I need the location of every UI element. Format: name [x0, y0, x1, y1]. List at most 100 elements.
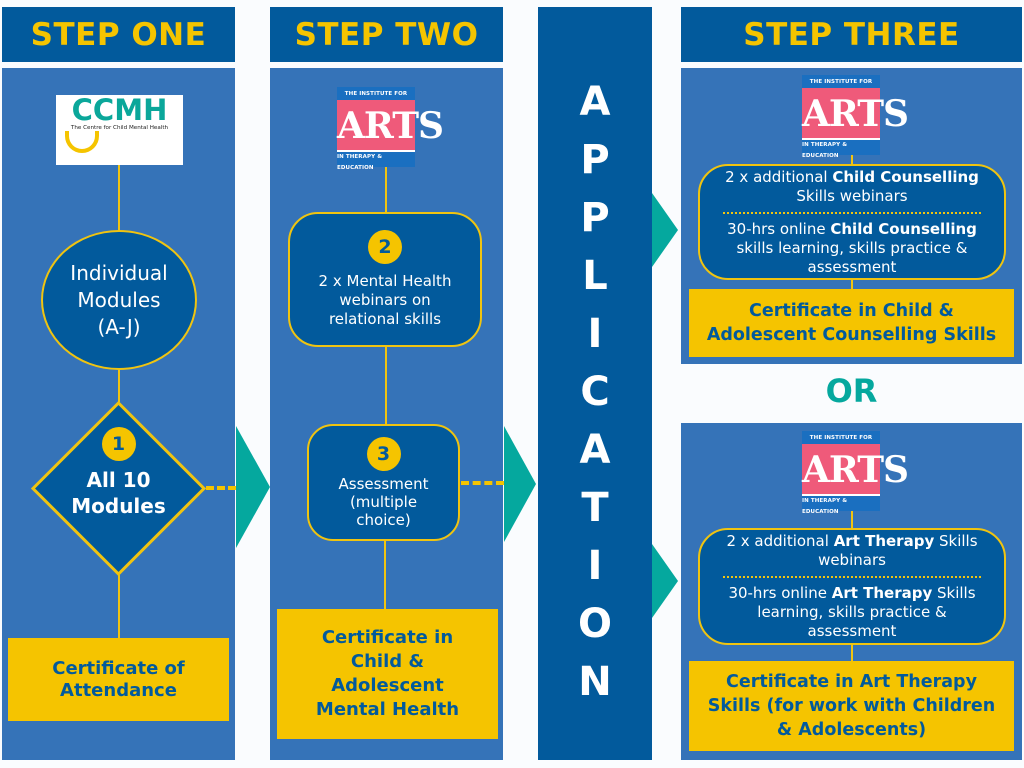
dashed-connector	[206, 486, 236, 490]
item-bold-text: Child Counselling	[830, 219, 977, 238]
individual-modules-line: (A-J)	[97, 314, 141, 339]
application-letter: C	[580, 369, 610, 415]
certificate-mental-health: Certificate in Child & Adolescent Mental…	[277, 609, 498, 739]
connector-line	[385, 347, 387, 425]
individual-modules-node: Individual Modules (A-J)	[41, 230, 197, 370]
webinars-line: 2 x Mental Health	[318, 272, 452, 290]
arts-institute-logo: THE INSTITUTE FOR ARTS IN THERAPY & EDUC…	[802, 431, 909, 515]
certificate-line: & Adolescents)	[776, 720, 927, 740]
webinars-line: relational skills	[328, 310, 442, 328]
counselling-item-online: 30-hrs online Child Counselling skills l…	[712, 220, 992, 277]
ccmh-logo-subtitle: The Centre for Child Mental Health	[70, 125, 169, 131]
connector-line	[384, 541, 386, 610]
item-bold-text: Art Therapy	[831, 584, 933, 602]
milestone-line: Modules	[71, 494, 166, 518]
certificate-line: Attendance	[60, 679, 177, 701]
ccmh-smile-icon	[65, 131, 99, 153]
arts-institute-logo: THE INSTITUTE FOR ARTS IN THERAPY & EDUC…	[802, 75, 909, 159]
item-text: Skills webinars	[796, 186, 908, 205]
step-two-header: STEP TWO	[270, 7, 503, 62]
logo-main-text: ARTS	[802, 444, 909, 496]
step-two-title: STEP TWO	[294, 16, 479, 53]
ccmh-logo-name: CCMH	[71, 93, 168, 127]
logo-top-text: THE INSTITUTE FOR	[809, 79, 873, 85]
dotted-divider	[723, 576, 981, 578]
individual-modules-line: Individual	[70, 260, 168, 285]
connector-line	[385, 167, 387, 213]
step-badge-1: 1	[101, 427, 136, 461]
item-text: 2 x additional	[725, 167, 833, 186]
step-three-title: STEP THREE	[743, 16, 960, 53]
connector-line	[851, 155, 853, 165]
step-badge-3: 3	[366, 436, 401, 471]
application-column: A P P L I C A T I O N	[538, 7, 652, 760]
item-bold-text: Child Counselling	[832, 167, 979, 186]
item-text: 30-hrs online	[727, 219, 831, 238]
certificate-line: Child &	[350, 651, 425, 672]
certificate-line: Certificate of	[52, 657, 185, 679]
application-letter: P	[580, 195, 610, 241]
item-text: Skills learning, skills practice & asses…	[757, 584, 976, 640]
connector-line	[851, 280, 853, 290]
webinars-line: webinars on	[339, 291, 431, 309]
certificate-line: Skills (for work with Children	[707, 696, 996, 716]
dashed-connector	[461, 481, 504, 485]
certificate-line: Adolescent Counselling Skills	[706, 325, 997, 345]
connector-line	[118, 165, 120, 230]
counselling-training-node: 2 x additional Child Counselling Skills …	[698, 164, 1006, 280]
art-therapy-item-online: 30-hrs online Art Therapy Skills learnin…	[717, 584, 987, 641]
arts-institute-logo: THE INSTITUTE FOR ARTS IN THERAPY & EDUC…	[337, 87, 444, 171]
logo-bottom-text: IN THERAPY & EDUCATION	[802, 498, 848, 515]
arrow-right-icon	[652, 193, 678, 267]
connector-line	[851, 511, 853, 529]
or-label: OR	[825, 372, 878, 410]
certificate-line: Adolescent	[331, 675, 444, 696]
item-text: skills learning, skills practice & asses…	[736, 238, 968, 276]
connector-line	[851, 645, 853, 662]
application-letter: L	[582, 253, 608, 299]
diamond-shape	[30, 400, 207, 577]
certificate-line: Certificate in	[321, 627, 454, 648]
assessment-line: choice)	[356, 510, 411, 529]
assessment-node: 3 Assessment (multiple choice)	[307, 424, 460, 541]
individual-modules-line: Modules	[77, 287, 161, 312]
step-three-header: STEP THREE	[681, 7, 1022, 62]
assessment-line: (multiple	[349, 492, 418, 511]
step-one-title: STEP ONE	[30, 16, 207, 53]
logo-bottom-text: IN THERAPY & EDUCATION	[802, 142, 848, 159]
item-bold-text: Art Therapy	[833, 532, 935, 550]
ccmh-logo: CCMH The Centre for Child Mental Health	[56, 95, 183, 165]
connector-line	[118, 370, 120, 402]
all-modules-diamond: 1 All 10 Modules	[30, 400, 207, 577]
step-badge-2: 2	[368, 230, 402, 264]
logo-main-text: ARTS	[802, 88, 909, 140]
certificate-line: Mental Health	[315, 699, 460, 720]
application-letter: I	[587, 311, 603, 357]
step-one-header: STEP ONE	[2, 7, 235, 62]
milestone-line: All 10	[86, 468, 151, 492]
application-letter: P	[580, 137, 610, 183]
item-text: 2 x additional	[726, 532, 834, 550]
counselling-item-webinars: 2 x additional Child Counselling Skills …	[707, 168, 997, 206]
item-text: Skills webinars	[818, 532, 978, 569]
application-letter: I	[587, 543, 603, 589]
certificate-of-attendance: Certificate of Attendance	[8, 638, 229, 721]
webinars-node: 2 2 x Mental Health webinars on relation…	[288, 212, 482, 347]
logo-top-text: THE INSTITUTE FOR	[809, 435, 873, 441]
dotted-divider	[723, 211, 981, 214]
art-therapy-training-node: 2 x additional Art Therapy Skills webina…	[698, 528, 1006, 645]
certificate-counselling-skills: Certificate in Child & Adolescent Counse…	[689, 289, 1014, 357]
logo-top-text: THE INSTITUTE FOR	[344, 91, 408, 97]
application-letter: T	[581, 485, 609, 531]
logo-bottom-text: IN THERAPY & EDUCATION	[337, 154, 383, 171]
assessment-line: Assessment	[338, 474, 429, 493]
art-therapy-item-webinars: 2 x additional Art Therapy Skills webina…	[717, 532, 987, 570]
certificate-line: Certificate in Child &	[749, 301, 954, 321]
arrow-right-icon	[236, 426, 270, 548]
certificate-art-therapy-skills: Certificate in Art Therapy Skills (for w…	[689, 661, 1014, 751]
arrow-right-icon	[504, 426, 536, 542]
application-letter: A	[579, 79, 611, 125]
application-letter: N	[578, 659, 612, 705]
certificate-line: Certificate in Art Therapy	[725, 672, 977, 692]
application-letter: O	[577, 601, 612, 647]
